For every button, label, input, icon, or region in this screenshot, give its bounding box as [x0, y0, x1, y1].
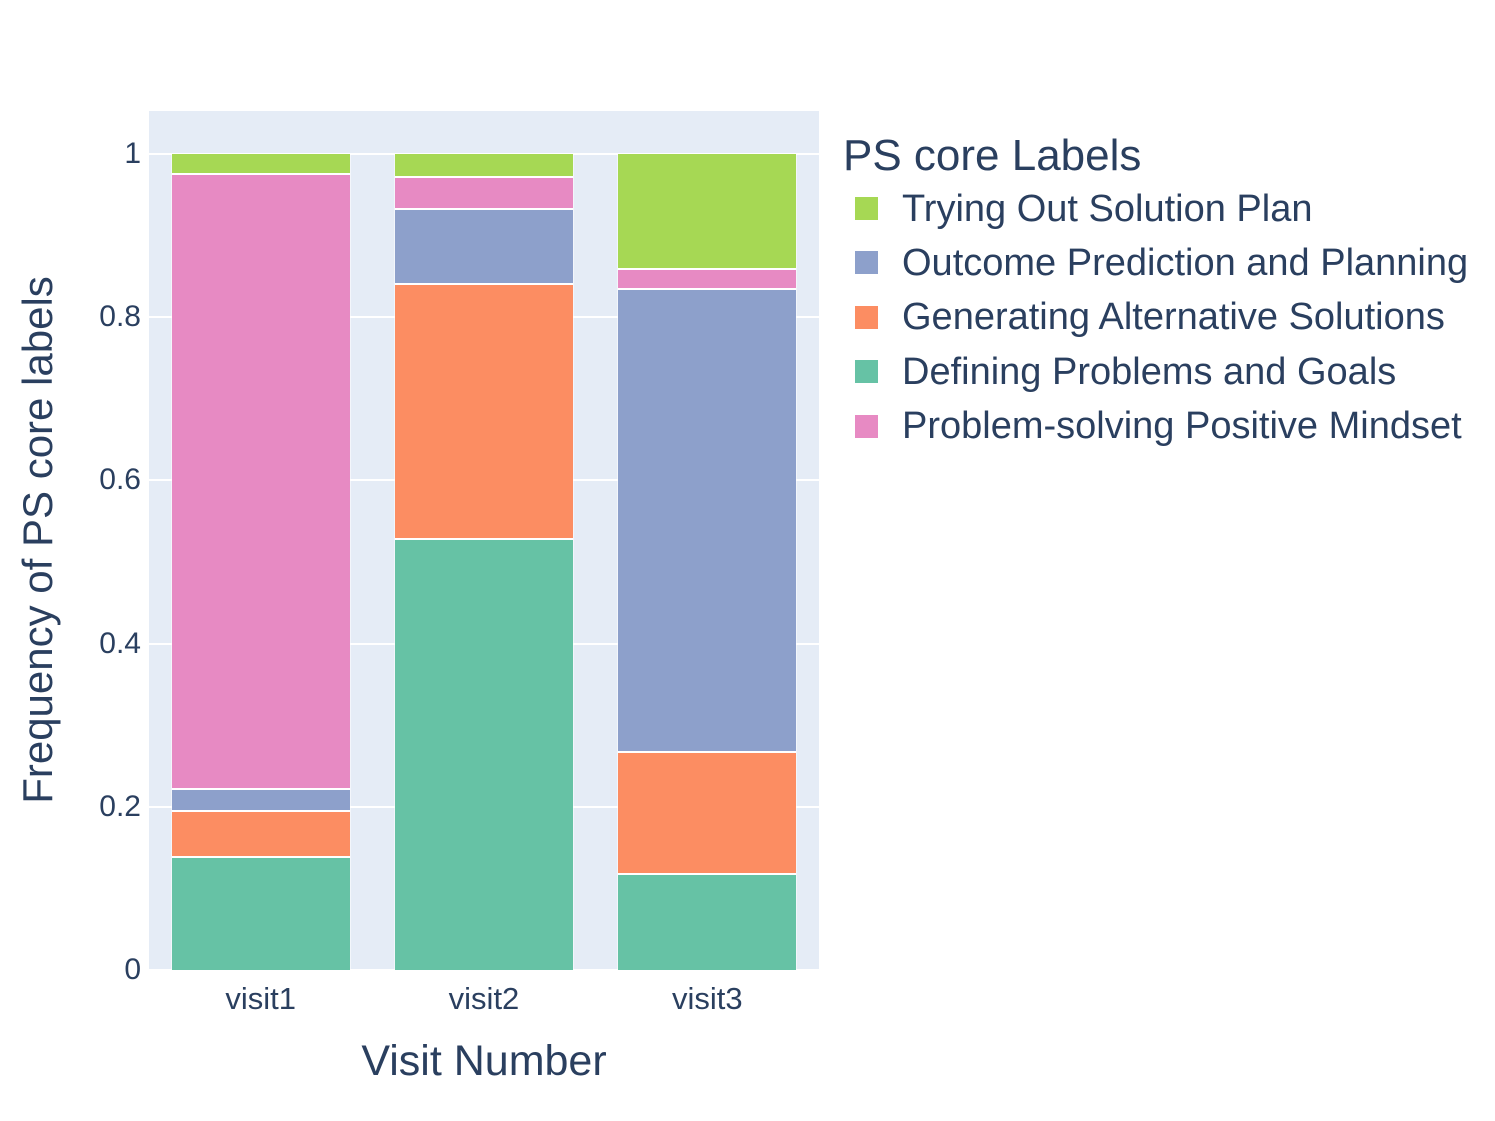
x-tick-label-visit2: visit2 [448, 981, 520, 1016]
legend-item[interactable]: Generating Alternative Solutions [855, 295, 1445, 339]
legend-swatch-icon [855, 360, 878, 384]
bar-segment[interactable] [618, 875, 797, 970]
x-tick-label-visit3: visit3 [672, 981, 743, 1016]
legend-swatch-icon [855, 197, 878, 220]
y-tick-label: 0.4 [99, 626, 141, 660]
legend-item-label: Problem-solving Positive Mindset [902, 405, 1462, 448]
legend-item[interactable]: Outcome Prediction and Planning [855, 241, 1468, 285]
y-tick-label: 0.2 [99, 789, 141, 823]
x-tick-label-visit1: visit1 [225, 981, 296, 1016]
legend-item-label: Defining Problems and Goals [902, 350, 1397, 393]
bar-segment[interactable] [395, 209, 573, 286]
y-tick-label: 0.8 [99, 300, 141, 334]
bar-segment[interactable] [618, 154, 797, 270]
legend-item[interactable]: Problem-solving Positive Mindset [855, 404, 1462, 448]
plot-area [149, 111, 819, 971]
bar-segment[interactable] [171, 175, 350, 790]
legend-title: PS core Labels [843, 131, 1142, 180]
bar-segment[interactable] [395, 154, 573, 178]
gridline [149, 153, 819, 155]
y-tick-label: 1 [124, 137, 141, 170]
gridline [149, 969, 819, 971]
bar-segment[interactable] [171, 154, 350, 176]
x-axis-title: Visit Number [361, 1037, 607, 1085]
bar-segment[interactable] [395, 539, 573, 970]
bar-segment[interactable] [171, 811, 350, 859]
bar-visit2 [395, 111, 573, 970]
y-tick-label: 0.6 [99, 463, 141, 497]
legend-swatch-icon [855, 414, 878, 438]
bar-visit1 [171, 111, 350, 970]
legend-item-label: Outcome Prediction and Planning [902, 241, 1469, 284]
bar-segment[interactable] [618, 752, 797, 876]
legend-swatch-icon [855, 305, 878, 329]
bar-visit3 [618, 111, 797, 970]
legend-item[interactable]: Defining Problems and Goals [855, 350, 1396, 394]
bar-segment[interactable] [171, 789, 350, 812]
legend-item[interactable]: Trying Out Solution Plan [855, 187, 1312, 231]
y-tick-label: 0 [124, 953, 141, 986]
bar-segment[interactable] [618, 290, 797, 753]
y-axis-title: Frequency of PS core labels [14, 276, 61, 804]
legend-swatch-icon [855, 251, 878, 275]
bar-segment[interactable] [618, 269, 797, 291]
legend-item-label: Trying Out Solution Plan [902, 187, 1313, 230]
bar-segment[interactable] [395, 285, 573, 540]
legend-item-label: Generating Alternative Solutions [902, 296, 1445, 339]
bar-segment[interactable] [171, 858, 350, 970]
bar-segment[interactable] [395, 177, 573, 210]
